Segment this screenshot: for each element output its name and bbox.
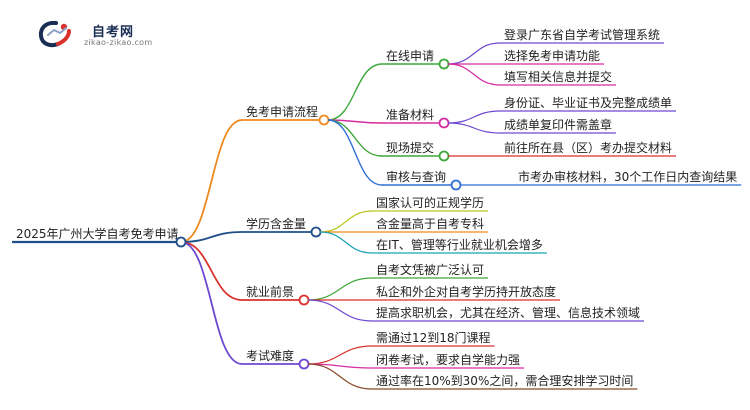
branch-topic-2[interactable]: 就业前景 bbox=[246, 284, 294, 299]
leaf-2-0[interactable]: 自考文凭被广泛认可 bbox=[376, 262, 484, 277]
leaf-1-0[interactable]: 国家认可的正规学历 bbox=[376, 195, 484, 210]
branch-node-1[interactable] bbox=[310, 226, 322, 238]
sub-connector-0-0 bbox=[327, 63, 383, 121]
leaf-2-2[interactable]: 提高求职机会，尤其在经济、管理、信息技术领域 bbox=[376, 305, 640, 320]
leaf-0-3-0[interactable]: 市考办审核材料，30个工作日内查询结果 bbox=[518, 169, 737, 184]
leaf-3-2[interactable]: 通过率在10%到30%之间，需合理安排学习时间 bbox=[376, 373, 633, 388]
sub-node-0-0[interactable] bbox=[438, 58, 450, 70]
leaf-connector-2-0 bbox=[307, 277, 373, 301]
leaf-connector-0-1-1 bbox=[447, 122, 501, 134]
subtopic-0-3[interactable]: 审核与查询 bbox=[386, 169, 446, 184]
leaf-0-1-0[interactable]: 身份证、毕业证书及完整成绩单 bbox=[504, 95, 672, 110]
leaf-connector-3-2 bbox=[307, 363, 373, 390]
leaf-connector-1-2 bbox=[319, 231, 373, 254]
branch-topic-0[interactable]: 免考申请流程 bbox=[246, 104, 318, 119]
sub-node-0-3[interactable] bbox=[450, 179, 462, 191]
leaf-connector-1-0 bbox=[319, 210, 373, 233]
leaf-2-1[interactable]: 私企和外企对自考学历持开放态度 bbox=[376, 284, 556, 299]
root-topic[interactable]: 2025年广州大学自考免考申请 bbox=[16, 226, 179, 241]
branch-node-0[interactable] bbox=[318, 114, 330, 126]
leaf-0-1-1[interactable]: 成绩单复印件需盖章 bbox=[504, 117, 612, 132]
sub-connector-0-2 bbox=[327, 119, 383, 157]
sub-node-0-2[interactable] bbox=[438, 150, 450, 162]
branch-node-2[interactable] bbox=[298, 294, 310, 306]
root-node[interactable] bbox=[175, 236, 187, 248]
leaf-connector-2-2 bbox=[307, 299, 373, 322]
site-logo[interactable]: 自考网 zikao-zikao.com bbox=[34, 18, 154, 52]
leaf-0-2-0[interactable]: 前往所在县（区）考办提交材料 bbox=[504, 140, 672, 155]
subtopic-0-1[interactable]: 准备材料 bbox=[386, 108, 434, 122]
branch-connector-1 bbox=[180, 231, 243, 243]
logo-url: zikao-zikao.com bbox=[84, 38, 153, 47]
leaf-connector-0-0-2 bbox=[447, 63, 501, 86]
branch-connector-3 bbox=[180, 241, 243, 365]
leaf-0-0-0[interactable]: 登录广东省自学考试管理系统 bbox=[504, 27, 660, 42]
leaf-3-0[interactable]: 需通过12到18门课程 bbox=[376, 330, 491, 345]
leaf-connector-0-1-0 bbox=[447, 110, 501, 124]
subtopic-0-2[interactable]: 现场提交 bbox=[386, 140, 434, 155]
logo-name: 自考网 bbox=[92, 25, 135, 40]
logo-mark-icon bbox=[38, 20, 71, 48]
leaf-0-0-1[interactable]: 选择免考申请功能 bbox=[504, 48, 600, 63]
leaf-3-1[interactable]: 闭卷考试，要求自学能力强 bbox=[376, 352, 520, 367]
branch-topic-3[interactable]: 考试难度 bbox=[246, 348, 294, 363]
branch-topic-1[interactable]: 学历含金量 bbox=[246, 216, 306, 231]
branch-connector-2 bbox=[180, 241, 243, 301]
sub-node-0-1[interactable] bbox=[438, 117, 450, 129]
branch-node-3[interactable] bbox=[298, 358, 310, 370]
leaf-connector-3-0 bbox=[307, 345, 373, 365]
sub-connector-0-3 bbox=[327, 119, 383, 186]
subtopic-0-0[interactable]: 在线申请 bbox=[386, 49, 434, 63]
branch-connector-0 bbox=[180, 119, 243, 243]
leaf-0-0-2[interactable]: 填写相关信息并提交 bbox=[504, 69, 612, 84]
leaf-1-2[interactable]: 在IT、管理等行业就业机会增多 bbox=[376, 237, 543, 252]
leaf-1-1[interactable]: 含金量高于自考专科 bbox=[376, 216, 484, 231]
leaf-connector-0-0-0 bbox=[447, 42, 501, 65]
